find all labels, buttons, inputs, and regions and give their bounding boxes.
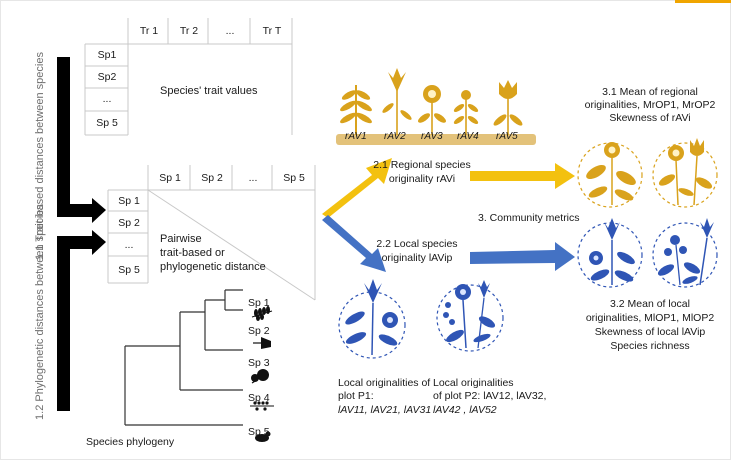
distance-label-1: Pairwise bbox=[160, 233, 202, 245]
plot2-line3: lAV42 , lAV52 bbox=[433, 404, 497, 416]
plant-icon bbox=[340, 85, 372, 135]
leaf-icon bbox=[250, 401, 274, 411]
distance-label-3: phylogenetic distance bbox=[160, 261, 266, 273]
trait-table-label: Species' trait values bbox=[160, 85, 258, 97]
plot1-circle bbox=[338, 279, 406, 359]
rav-label-1: rAV1 bbox=[345, 131, 367, 142]
local-metric-line3: Skewness of local lAVip bbox=[594, 326, 706, 338]
regional-metric-line1: 3.1 Mean of regional bbox=[602, 86, 698, 98]
rav-label-4: rAV4 bbox=[457, 131, 479, 142]
phylo-distance-side-label: 1.2 Phylogenetic distances between speci… bbox=[34, 204, 46, 420]
dist-col-3: ... bbox=[248, 172, 258, 184]
rav-label-2: rAV2 bbox=[384, 131, 406, 142]
flower-icon bbox=[253, 337, 271, 349]
trait-table-grid bbox=[84, 18, 293, 136]
blue-arrows bbox=[322, 215, 575, 272]
regional-community-left bbox=[577, 142, 643, 208]
dist-row-3: ... bbox=[124, 239, 134, 251]
dist-row-2: Sp 2 bbox=[118, 217, 140, 229]
bird-icon bbox=[255, 431, 271, 442]
plot2-line2: of plot P2: lAV12, lAV32, bbox=[433, 390, 547, 402]
dist-row-1: Sp 1 bbox=[118, 195, 140, 207]
phylo-tip-1: Sp 1 bbox=[248, 297, 270, 309]
trait-row-1: Sp1 bbox=[97, 49, 117, 61]
trait-row-2: Sp2 bbox=[97, 71, 117, 83]
plant-icon bbox=[251, 369, 269, 384]
yellow-arrows bbox=[322, 158, 575, 218]
dist-col-4: Sp 5 bbox=[283, 172, 305, 184]
trait-row-4: Sp 5 bbox=[96, 117, 118, 129]
regional-community-right bbox=[652, 138, 718, 208]
rav-label-5: rAV5 bbox=[496, 131, 518, 142]
rav-label-3: rAV3 bbox=[421, 131, 443, 142]
local-step-line2: originality lAVip bbox=[381, 252, 453, 264]
corner-accent bbox=[675, 0, 731, 3]
regional-step-line2: originality rAVi bbox=[388, 173, 456, 185]
regional-metric-line2: originalities, MrOP1, MrOP2 bbox=[584, 99, 716, 111]
local-metric-line2: originalities, MlOP1, MlOP2 bbox=[585, 312, 715, 324]
trait-col-4: Tr T bbox=[262, 25, 282, 37]
distance-table-grid bbox=[107, 165, 316, 301]
local-community-left bbox=[577, 218, 643, 288]
plot1-line1: Local originalities of bbox=[338, 377, 431, 389]
trait-col-2: Tr 2 bbox=[179, 25, 199, 37]
trait-col-1: Tr 1 bbox=[139, 25, 159, 37]
flower-icon bbox=[382, 68, 412, 135]
regional-step-line1: 2.1 Regional species bbox=[373, 159, 471, 171]
flower-icon bbox=[493, 80, 523, 135]
local-community-right bbox=[652, 218, 718, 288]
dist-col-2: Sp 2 bbox=[201, 172, 223, 184]
trait-row-3: ... bbox=[102, 93, 112, 105]
phylo-tip-5: Sp 5 bbox=[248, 426, 270, 438]
plot1-line2: plot P1: bbox=[338, 390, 374, 402]
trait-col-3: ... bbox=[225, 25, 235, 37]
dist-col-1: Sp 1 bbox=[159, 172, 181, 184]
local-metric-line4: Species richness bbox=[610, 340, 690, 352]
plot2-line1: Local originalities bbox=[433, 377, 514, 389]
regional-metric-line3: Skewness of rAVi bbox=[609, 112, 691, 124]
tip-icons bbox=[250, 306, 274, 442]
leaf-icon bbox=[251, 306, 273, 321]
left-flow-arrows bbox=[57, 57, 106, 411]
phylogeny-caption: Species phylogeny bbox=[86, 436, 175, 448]
phylo-tip-3: Sp 3 bbox=[248, 357, 270, 369]
flower-icon bbox=[418, 85, 446, 135]
phylo-tip-4: Sp 4 bbox=[248, 392, 270, 404]
local-step-line1: 2.2 Local species bbox=[376, 238, 458, 250]
phylo-tip-2: Sp 2 bbox=[248, 325, 270, 337]
regional-meadow bbox=[336, 68, 536, 145]
plant-icon bbox=[453, 90, 479, 135]
community-metrics-label: 3. Community metrics bbox=[478, 212, 580, 224]
local-metric-line1: 3.2 Mean of local bbox=[610, 298, 690, 310]
plot2-circle bbox=[436, 280, 504, 352]
plot1-line3: lAV11, lAV21, lAV31 bbox=[338, 404, 432, 416]
dist-row-4: Sp 5 bbox=[118, 264, 140, 276]
phylogeny-tree bbox=[124, 289, 243, 426]
distance-label-2: trait-based or bbox=[160, 247, 225, 259]
